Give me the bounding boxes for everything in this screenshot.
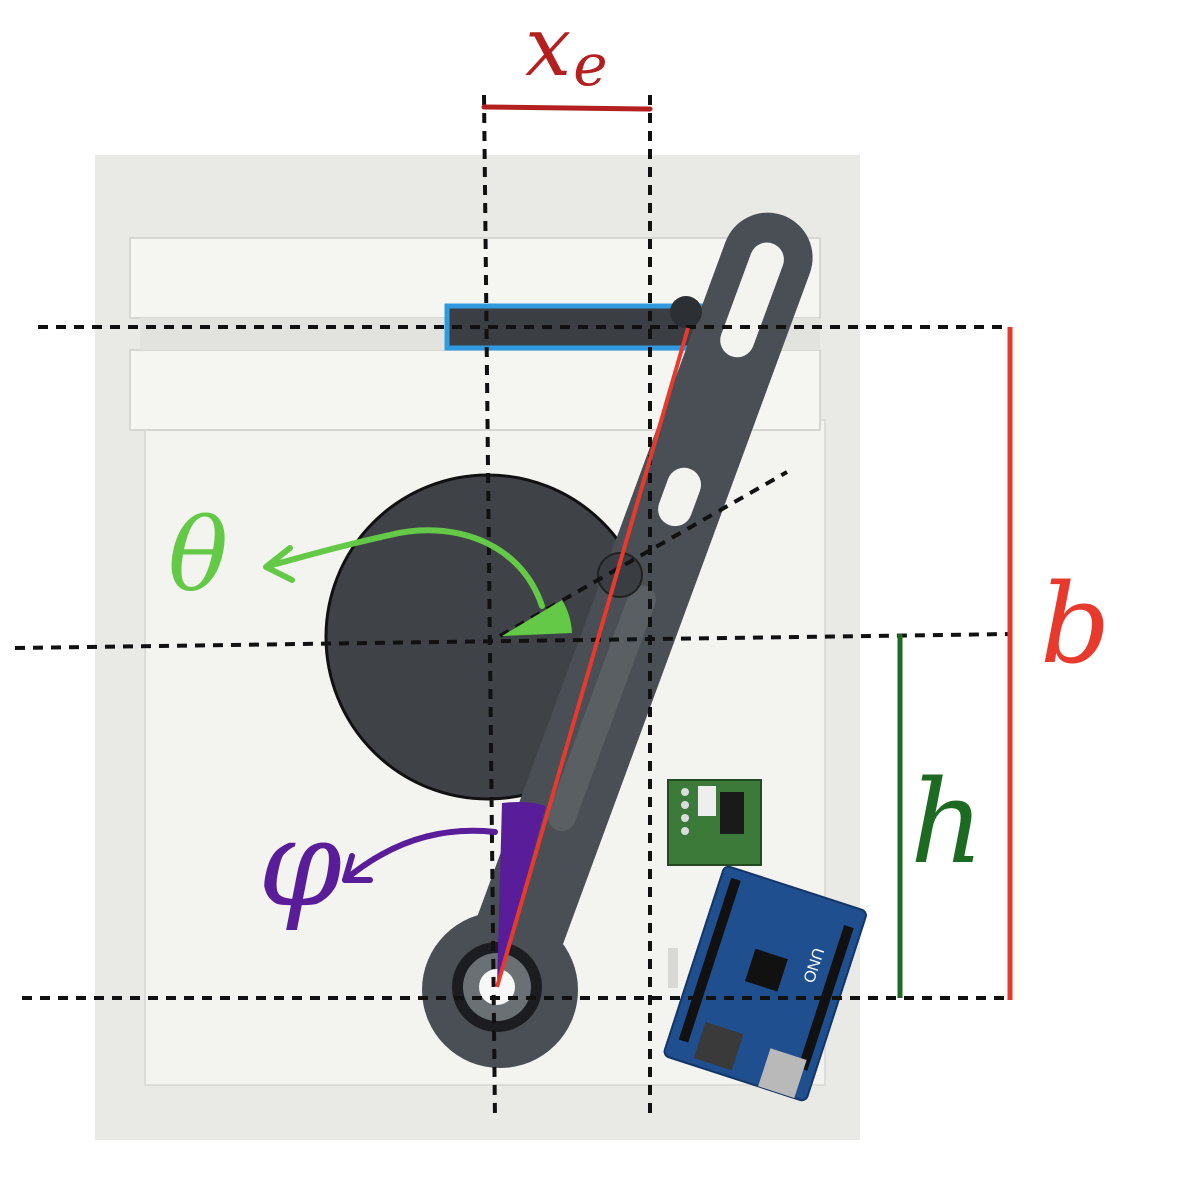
theta-arrowhead — [263, 545, 295, 583]
crank-center-line — [14, 632, 1011, 650]
phi-arrow — [342, 827, 498, 883]
driver-board — [667, 779, 762, 866]
effective-link-line — [495, 327, 690, 988]
theta-label: θ — [168, 497, 228, 614]
phi-label: φ — [258, 795, 342, 934]
theta-sector — [502, 600, 572, 636]
plate-slot — [668, 948, 678, 988]
xe-subscript: e — [573, 31, 607, 99]
construction-lines — [14, 94, 1011, 1121]
b-label: b — [1040, 560, 1110, 688]
theta-arrow — [265, 527, 545, 609]
arduino-board: UNO — [663, 865, 867, 1102]
phi-arrowhead — [342, 853, 373, 883]
xe-label: xe — [525, 0, 608, 99]
left-vertical-line — [482, 94, 497, 1121]
h-label: h — [910, 756, 984, 890]
slider-pin — [670, 296, 702, 328]
crank-pin — [597, 552, 643, 598]
xe-dimension-line — [481, 104, 653, 112]
